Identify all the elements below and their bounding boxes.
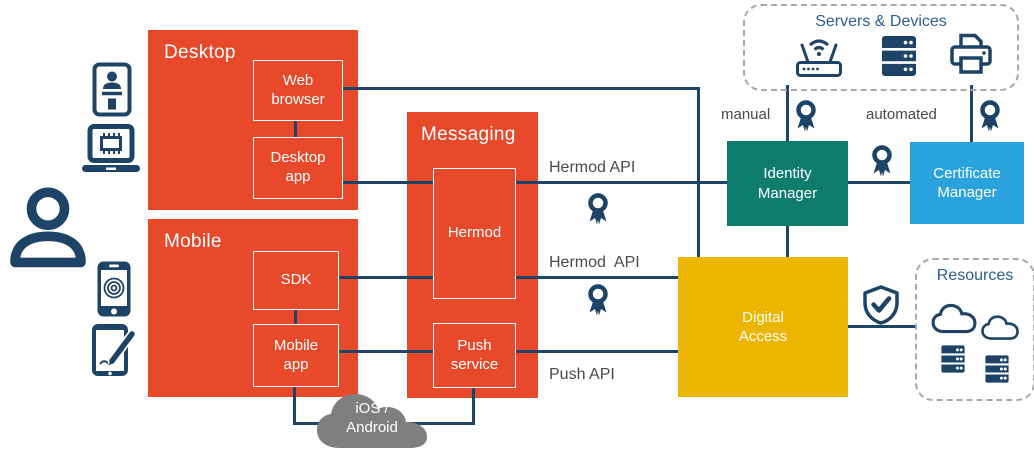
push-api-label: Push API — [549, 366, 615, 383]
web-browser-box: Web browser — [253, 60, 343, 121]
digital-access-box: Digital Access — [678, 257, 848, 397]
certificate-manager-box: Certificate Manager — [910, 142, 1024, 224]
edge-identity-digitalaccess — [786, 224, 789, 258]
edge-identity-certificate — [847, 181, 911, 184]
edge-servers-certificatemanager — [970, 85, 973, 143]
phone-fingerprint-icon — [96, 260, 132, 318]
server-icon — [980, 354, 1014, 384]
identity-manager-box: Identity Manager — [727, 141, 848, 226]
messaging-group-title: Messaging — [421, 124, 516, 145]
manual-label: manual — [721, 106, 771, 123]
identity-manager-label: Identity Manager — [757, 165, 818, 202]
certificate-award-icon — [585, 283, 611, 317]
server-icon — [880, 34, 918, 78]
edge-desktopapp-hermod — [340, 181, 435, 184]
web-browser-label: Web browser — [271, 71, 325, 108]
hermod-box: Hermod — [433, 168, 516, 299]
certificate-award-icon — [977, 99, 1003, 133]
desktop-app-label: Desktop app — [270, 149, 326, 185]
id-card-icon — [92, 62, 132, 117]
edge-sdk-hermod — [336, 276, 435, 279]
printer-icon — [948, 32, 994, 78]
certificate-manager-label: Certificate Manager — [933, 164, 1001, 202]
edge-servers-identitymanager — [786, 85, 789, 142]
servers-devices-title: Servers & Devices — [815, 13, 947, 30]
push-service-label: Push service — [450, 336, 499, 373]
sdk-box: SDK — [253, 251, 339, 310]
resources-zone: Resources — [915, 258, 1034, 401]
ios-android-label: iOS / Android — [346, 400, 398, 436]
edge-mobileapp-pushservice — [336, 350, 435, 353]
hermod-label: Hermod — [447, 224, 502, 242]
edge-sdk-mobileapp — [294, 306, 297, 326]
desktop-app-box: Desktop app — [253, 137, 343, 199]
edge-webbrowser-desktopapp — [294, 117, 297, 139]
automated-label: automated — [866, 106, 937, 123]
user-icon — [4, 186, 92, 270]
server-icon — [936, 344, 970, 374]
servers-devices-zone: Servers & Devices — [743, 4, 1019, 91]
mobile-app-box: Mobile app — [253, 324, 339, 387]
certificate-award-icon — [793, 99, 819, 133]
push-service-box: Push service — [433, 323, 516, 388]
edge-pushservice-cloud-down — [472, 384, 475, 425]
ios-android-cloud: iOS / Android — [312, 388, 432, 452]
digital-access-label: Digital Access — [738, 308, 788, 346]
desktop-group-title: Desktop — [164, 42, 236, 63]
edge-mobileapp-cloud-down — [293, 383, 296, 425]
sdk-label: SDK — [280, 271, 312, 289]
tablet-signature-icon — [90, 320, 138, 378]
edge-webbrowser-to-digitalaccess — [697, 87, 700, 259]
mobile-app-label: Mobile app — [273, 336, 319, 373]
edge-hermod-identitymanager — [512, 181, 728, 184]
laptop-icon — [80, 124, 142, 174]
cloud-icon — [979, 314, 1021, 342]
edge-webbrowser-horizontal — [340, 87, 700, 90]
mobile-group-title: Mobile — [164, 231, 222, 252]
shield-check-icon — [862, 285, 900, 325]
cloud-icon — [931, 302, 977, 336]
resources-title: Resources — [936, 267, 1014, 284]
certificate-award-icon — [585, 192, 611, 226]
certificate-award-icon — [869, 144, 895, 178]
router-icon — [795, 34, 843, 80]
edge-pushservice-digitalaccess — [512, 350, 679, 353]
hermod-api-label-mid: Hermod API — [549, 254, 640, 271]
edge-digitalaccess-resources — [847, 325, 916, 328]
hermod-api-label-top: Hermod API — [549, 159, 636, 176]
edge-hermod-digitalaccess — [512, 276, 679, 279]
